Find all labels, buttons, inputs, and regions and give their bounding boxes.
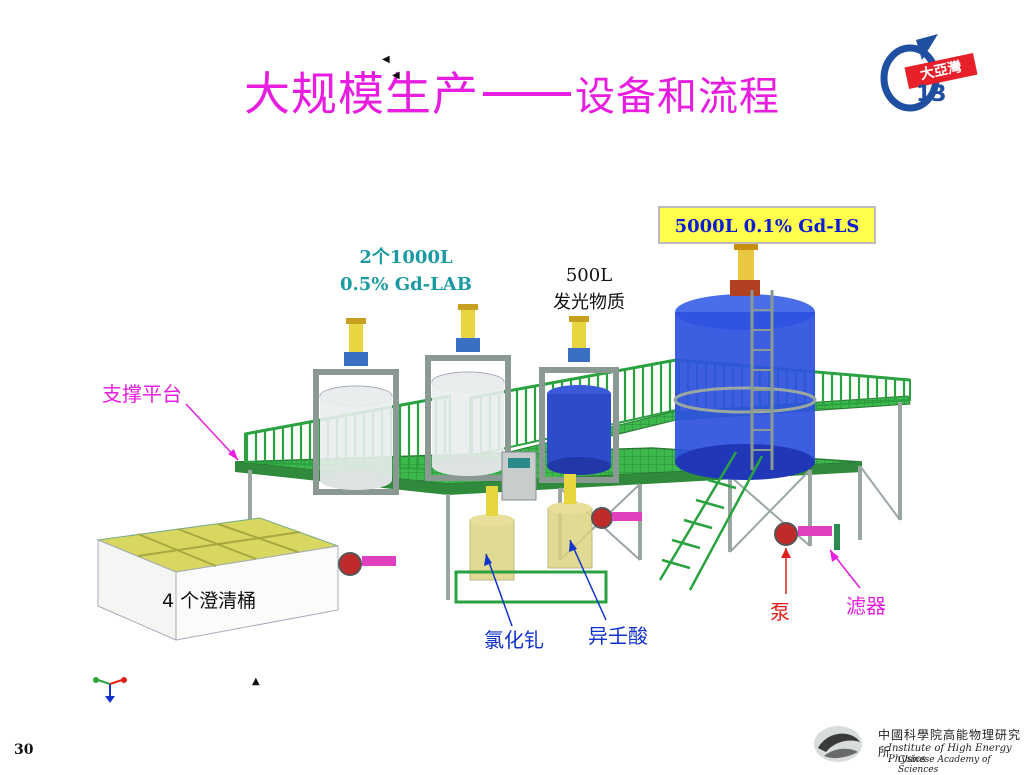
clarifier-label: 4 个澄清桶 [162,590,257,612]
arrow-mark-icon: ◀ [382,54,390,65]
axis-triad-icon [93,677,127,703]
tmha-label: 异壬酸 [588,624,648,648]
platform-label: 支撑平台 [102,382,182,406]
fluor-tank [539,316,619,483]
slide-title: 大规模生产 设备和流程 [0,58,1024,124]
logo-number: 13 [916,82,947,107]
arrow-mark-icon: ◀ [392,70,400,81]
gd-ls-tank [673,244,817,480]
academy-name-en: Chinese Academy of Sciences [898,755,991,775]
tmha-callout-arrow [569,539,607,621]
arrow-mark-icon: ▲ [252,676,260,687]
gd-lab-tank-2 [425,304,511,481]
gdcl3-callout-arrow [485,553,513,627]
fluor-label-line2: 发光物质 [553,292,625,313]
pump-middle [591,507,642,529]
staircase [658,451,764,591]
title-sub: 设备和流程 [575,74,780,120]
fluor-label: 500L 发光物质 [530,262,648,316]
clarifier-tanks [96,517,339,641]
gdcl3-label: 氯化钆 [484,628,544,652]
gd-lab-tank-1 [313,318,399,495]
gd-lab-label: 2个1000L 0.5% Gd-LAB [316,244,496,298]
ihep-logo-icon [814,726,862,762]
control-panel-screen [508,458,530,468]
institute-name-en: Institute of High Energy Physics [888,743,1012,765]
institute-name-cn: 中國科學院高能物理研究所 [878,728,1022,759]
title-dash [483,91,571,96]
filter-label: 滤器 [846,594,886,618]
pump-label: 泵 [770,600,790,624]
page-number: 30 [14,742,34,758]
gd-lab-label-line2: 0.5% Gd-LAB [340,274,472,295]
fluor-label-line1: 500L [565,265,613,286]
pump-left [338,552,396,576]
tmha-tank [547,474,593,569]
pump-right [774,522,840,550]
platform-callout-arrow [185,403,239,461]
gd-lab-label-line1: 2个1000L [359,247,453,268]
title-main: 大规模生产 [244,67,479,121]
small-tank-frame [454,570,608,604]
gd-ls-label: 5000L 0.1% Gd-LS [658,206,876,244]
